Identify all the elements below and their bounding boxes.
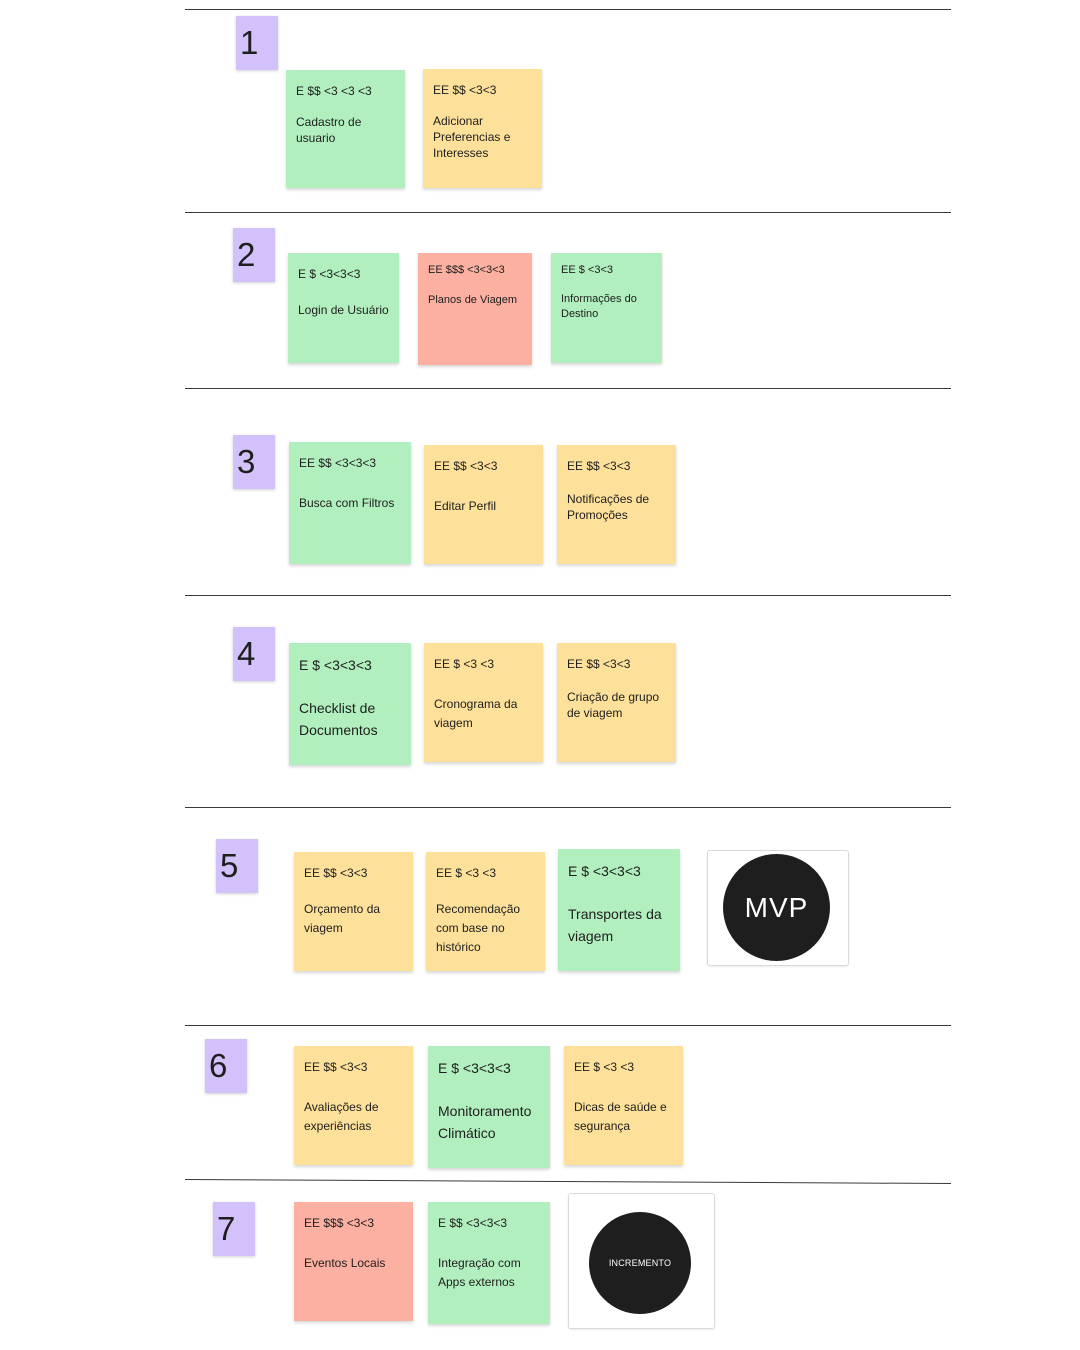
note-title: Criação de grupo de viagem — [567, 690, 660, 720]
note-header: E $ <3<3<3 — [298, 267, 361, 281]
note-title: Integração com Apps externos — [438, 1256, 521, 1289]
sticky-note-dicas-saude[interactable]: EE $ <3 <3 Dicas de saúde e segurança — [564, 1046, 683, 1165]
note-title: Editar Perfil — [434, 499, 497, 513]
note-title: Cadastro de usuario — [296, 115, 362, 145]
row-number-4[interactable]: 4 — [233, 627, 275, 681]
sticky-note-orcamento-viagem[interactable]: EE $$ <3<3 Orçamento da viagem — [294, 852, 413, 971]
note-title: Cronograma da viagem — [434, 697, 518, 730]
note-header: EE $$ <3<3 — [434, 459, 498, 473]
row-divider — [185, 212, 951, 213]
mvp-badge[interactable]: MVP — [723, 854, 830, 961]
note-title: Checklist de Documentos — [299, 700, 378, 738]
note-header: E $$ <3<3<3 — [438, 1216, 508, 1230]
sticky-note-informacoes-destino[interactable]: EE $ <3<3 Informações do Destino — [551, 253, 662, 363]
note-title: Login de Usuário — [298, 303, 389, 317]
note-header: EE $$ <3<3<3 — [299, 456, 377, 470]
sticky-note-adicionar-preferencias[interactable]: EE $$ <3<3 Adicionar Preferencias e Inte… — [423, 69, 542, 188]
sticky-note-planos-viagem[interactable]: EE $$$ <3<3<3 Planos de Viagem — [418, 253, 532, 365]
sticky-note-notificacoes-promocoes[interactable]: EE $$ <3<3 Notificações de Promoções — [557, 445, 676, 564]
sticky-note-transportes-viagem[interactable]: E $ <3<3<3 Transportes da viagem — [558, 849, 680, 971]
note-header: EE $ <3 <3 — [574, 1060, 635, 1074]
row-divider — [185, 388, 951, 389]
note-title: Avaliações de experiências — [304, 1100, 379, 1133]
note-title: Recomendação com base no histórico — [436, 902, 521, 954]
sticky-note-recomendacao-historico[interactable]: EE $ <3 <3 Recomendação com base no hist… — [426, 852, 545, 971]
note-header: EE $ <3 <3 — [436, 866, 497, 880]
note-header: EE $$ <3<3 — [304, 866, 368, 880]
note-title: Adicionar Preferencias e Interesses — [433, 114, 511, 160]
row-number-7[interactable]: 7 — [213, 1202, 255, 1256]
note-title: Transportes da viagem — [568, 906, 662, 944]
sticky-note-cronograma-viagem[interactable]: EE $ <3 <3 Cronograma da viagem — [424, 643, 543, 762]
note-header: EE $$ <3<3 — [567, 459, 631, 473]
note-header: EE $$ <3<3 — [304, 1060, 368, 1074]
note-header: E $ <3<3<3 — [568, 863, 641, 879]
note-title: Informações do Destino — [561, 293, 637, 320]
row-number-6[interactable]: 6 — [205, 1039, 247, 1093]
sticky-note-criacao-grupo[interactable]: EE $$ <3<3 Criação de grupo de viagem — [557, 643, 676, 762]
note-header: EE $ <3 <3 — [434, 657, 495, 671]
sticky-note-busca-filtros[interactable]: EE $$ <3<3<3 Busca com Filtros — [289, 442, 411, 564]
row-number-3[interactable]: 3 — [233, 435, 275, 489]
row-divider — [185, 595, 951, 596]
row-number-1[interactable]: 1 — [236, 16, 278, 70]
row-divider — [185, 1025, 951, 1026]
note-header: EE $$$ <3<3<3 — [428, 264, 505, 276]
note-title: Planos de Viagem — [428, 294, 518, 306]
incremento-badge[interactable]: INCREMENTO — [589, 1212, 691, 1314]
sticky-note-integracao-apps[interactable]: E $$ <3<3<3 Integração com Apps externos — [428, 1202, 550, 1324]
sticky-note-eventos-locais[interactable]: EE $$$ <3<3 Eventos Locais — [294, 1202, 413, 1321]
note-header: E $ <3<3<3 — [438, 1060, 511, 1076]
row-divider — [185, 807, 951, 808]
sticky-note-checklist-documentos[interactable]: E $ <3<3<3 Checklist de Documentos — [289, 643, 411, 765]
sticky-note-editar-perfil[interactable]: EE $$ <3<3 Editar Perfil — [424, 445, 543, 564]
note-title: Busca com Filtros — [299, 496, 395, 510]
row-number-5[interactable]: 5 — [216, 839, 258, 893]
note-title: Notificações de Promoções — [567, 492, 650, 522]
note-header: EE $$$ <3<3 — [304, 1216, 375, 1230]
note-header: E $$ <3 <3 <3 — [296, 84, 372, 98]
note-header: EE $$ <3<3 — [433, 83, 497, 97]
row-divider — [184, 1179, 951, 1185]
sticky-note-cadastro-usuario[interactable]: E $$ <3 <3 <3 Cadastro de usuario — [286, 70, 405, 188]
row-divider — [185, 9, 951, 10]
row-number-2[interactable]: 2 — [233, 228, 275, 282]
sticky-note-monitoramento-climatico[interactable]: E $ <3<3<3 Monitoramento Climático — [428, 1046, 550, 1168]
note-header: E $ <3<3<3 — [299, 657, 372, 673]
note-title: Dicas de saúde e segurança — [574, 1100, 667, 1133]
note-title: Orçamento da viagem — [304, 902, 381, 935]
note-header: EE $ <3<3 — [561, 264, 613, 276]
note-header: EE $$ <3<3 — [567, 657, 631, 671]
note-title: Monitoramento Climático — [438, 1103, 532, 1141]
sticky-note-login-usuario[interactable]: E $ <3<3<3 Login de Usuário — [288, 253, 399, 363]
note-title: Eventos Locais — [304, 1256, 386, 1270]
sticky-note-avaliacoes-experiencias[interactable]: EE $$ <3<3 Avaliações de experiências — [294, 1046, 413, 1165]
